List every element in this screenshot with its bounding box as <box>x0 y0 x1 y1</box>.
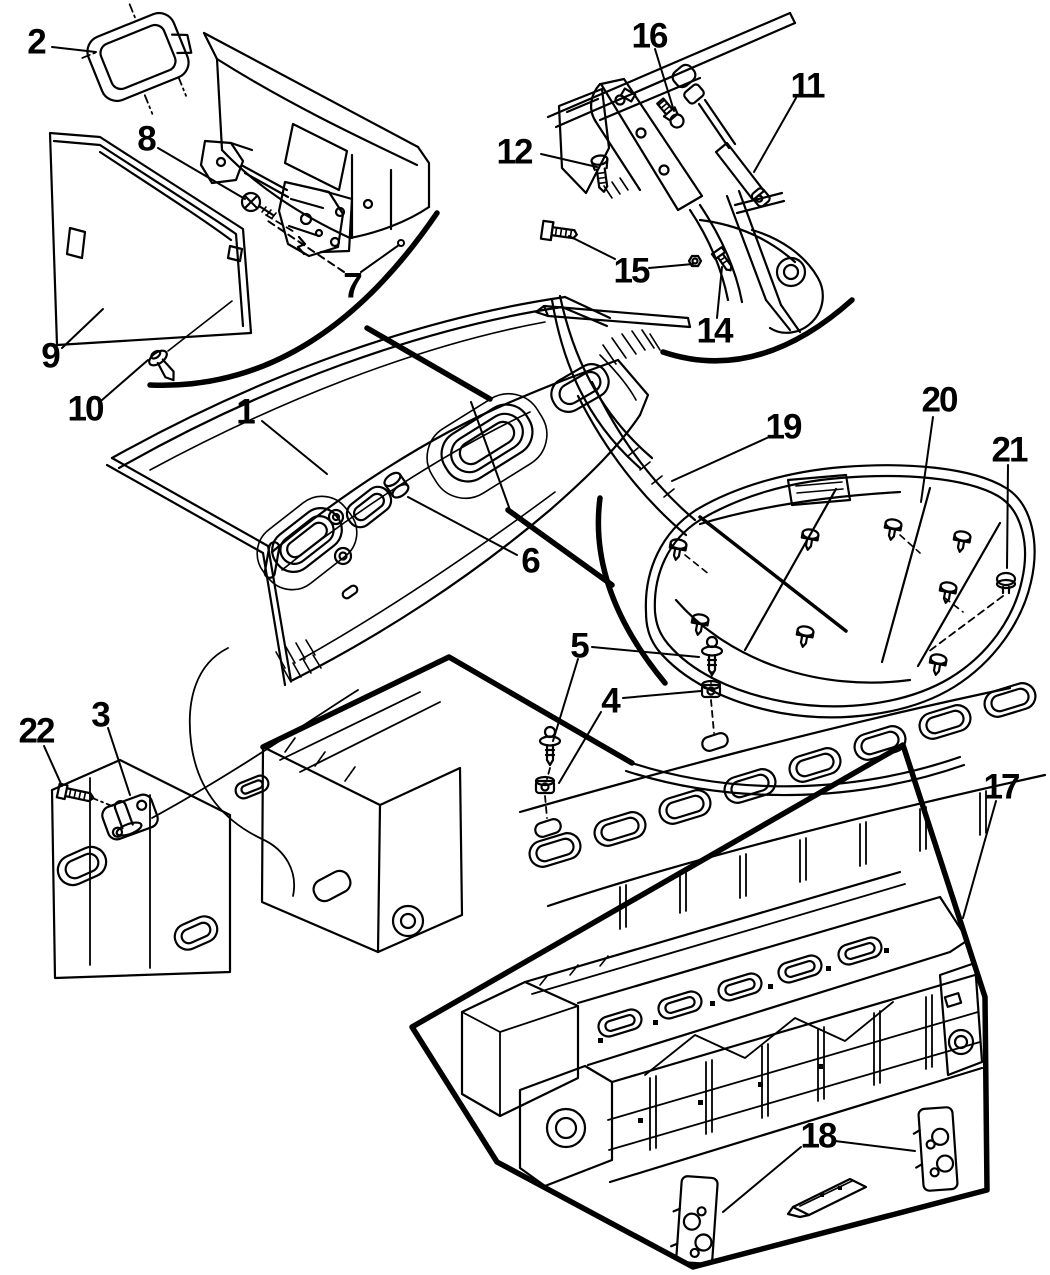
grommet-4a <box>534 775 556 795</box>
callout-16: 16 <box>632 17 668 56</box>
striker-area-drawing <box>50 647 359 980</box>
callout-3: 3 <box>91 696 110 735</box>
body-opening-flange-drawing <box>576 380 697 537</box>
callout-9: 9 <box>41 337 60 376</box>
trim-clips <box>668 518 972 676</box>
callout-leader-lines <box>43 46 1009 1213</box>
push-pin-10-drawing <box>148 300 233 382</box>
callout-11: 11 <box>791 67 826 106</box>
bezel-grommet-drawing <box>81 3 193 115</box>
callout-2: 2 <box>27 23 46 62</box>
callout-15: 15 <box>614 252 650 291</box>
callout-4: 4 <box>601 682 621 721</box>
callout-7: 7 <box>343 267 361 306</box>
callout-8: 8 <box>137 120 156 159</box>
bolt-14-drawing <box>710 246 733 272</box>
detail-balloon-arc-left <box>147 210 440 388</box>
plug-21-drawing <box>927 571 1017 653</box>
panel-hole-a <box>534 818 562 838</box>
upper-slots <box>597 936 883 1038</box>
quarter-trim-panel-drawing <box>48 131 253 347</box>
callout-10: 10 <box>68 390 104 429</box>
callout-17: 17 <box>984 768 1019 807</box>
panel-hole-b <box>701 732 729 752</box>
callout-6: 6 <box>521 542 540 581</box>
callout-18: 18 <box>801 1117 837 1156</box>
screw-12-drawing <box>590 154 609 193</box>
callout-14: 14 <box>697 312 734 351</box>
latch-assembly-drawing <box>199 139 354 258</box>
panel-slots <box>528 682 1037 868</box>
trim-panel-drawing <box>644 464 1036 719</box>
callout-5: 5 <box>570 627 589 666</box>
latch-screw-drawing <box>240 191 277 219</box>
panel-ribs <box>619 790 987 930</box>
callout-19: 19 <box>766 408 802 447</box>
ball-stud-16-drawing <box>656 97 685 129</box>
deck-lid-drawing <box>105 295 661 687</box>
gas-prop-drawing <box>671 63 771 208</box>
push-pin-5b <box>700 635 724 677</box>
callout-1: 1 <box>236 393 255 432</box>
callout-20: 20 <box>922 381 958 420</box>
panel-assembly-17-drawing <box>409 742 990 1270</box>
bolt-15-drawing <box>539 219 578 242</box>
filler-panel-drawing <box>202 31 431 240</box>
nut-15-drawing <box>687 254 703 268</box>
bumper-6-drawing <box>383 471 410 499</box>
detail-balloon-arc-right <box>660 297 855 364</box>
push-pin-5a <box>538 725 562 767</box>
callout-12: 12 <box>497 133 533 172</box>
spot-weld-dots <box>598 948 889 1123</box>
reinforcement-plate-left <box>670 1175 719 1265</box>
callout-22: 22 <box>19 712 55 751</box>
detail-balloon-arc-center <box>595 495 668 686</box>
fastener-insert-lines <box>544 671 715 819</box>
callout-21: 21 <box>992 431 1028 470</box>
reinforcement-plate-right <box>912 1106 959 1192</box>
section-lines <box>364 325 615 588</box>
